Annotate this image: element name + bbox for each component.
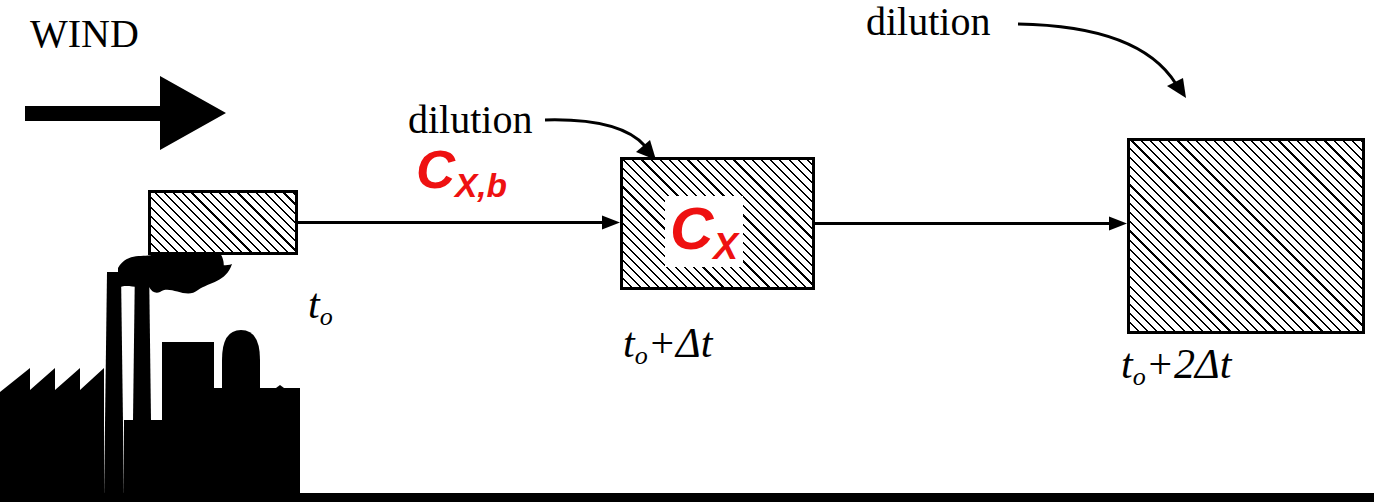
- wind-label: WIND: [30, 12, 139, 56]
- dilution-label: dilution: [408, 98, 532, 142]
- plume-box: to: [148, 190, 298, 255]
- background-concentration-label: CX,b: [416, 140, 507, 205]
- factory-silhouette: [0, 246, 300, 500]
- subscript: X,b: [455, 167, 507, 204]
- dilution-arrow: [1018, 24, 1176, 84]
- time-label: to: [308, 281, 333, 332]
- arrowhead: [1109, 217, 1127, 231]
- subscript: o: [635, 341, 648, 370]
- arrowhead: [602, 216, 620, 230]
- plume-box: to+2Δt: [1127, 138, 1365, 334]
- dilution-arrowhead: [1167, 78, 1186, 98]
- flow-line: [298, 221, 604, 224]
- subscript: o: [1133, 362, 1146, 391]
- plume-box: CXto+Δt: [620, 157, 815, 290]
- flow-line: [815, 222, 1111, 225]
- concentration-label: CX: [665, 196, 743, 267]
- time-label: to+2Δt: [1121, 341, 1231, 392]
- flow-arrow: [298, 216, 620, 230]
- time-label: to+Δt: [623, 320, 712, 371]
- flow-arrow: [815, 217, 1127, 231]
- subscript: X: [713, 225, 738, 267]
- dilution-label: dilution: [866, 0, 990, 44]
- wind-arrow: [25, 76, 226, 150]
- dilution-arrow: [545, 120, 645, 146]
- subscript: o: [320, 302, 333, 331]
